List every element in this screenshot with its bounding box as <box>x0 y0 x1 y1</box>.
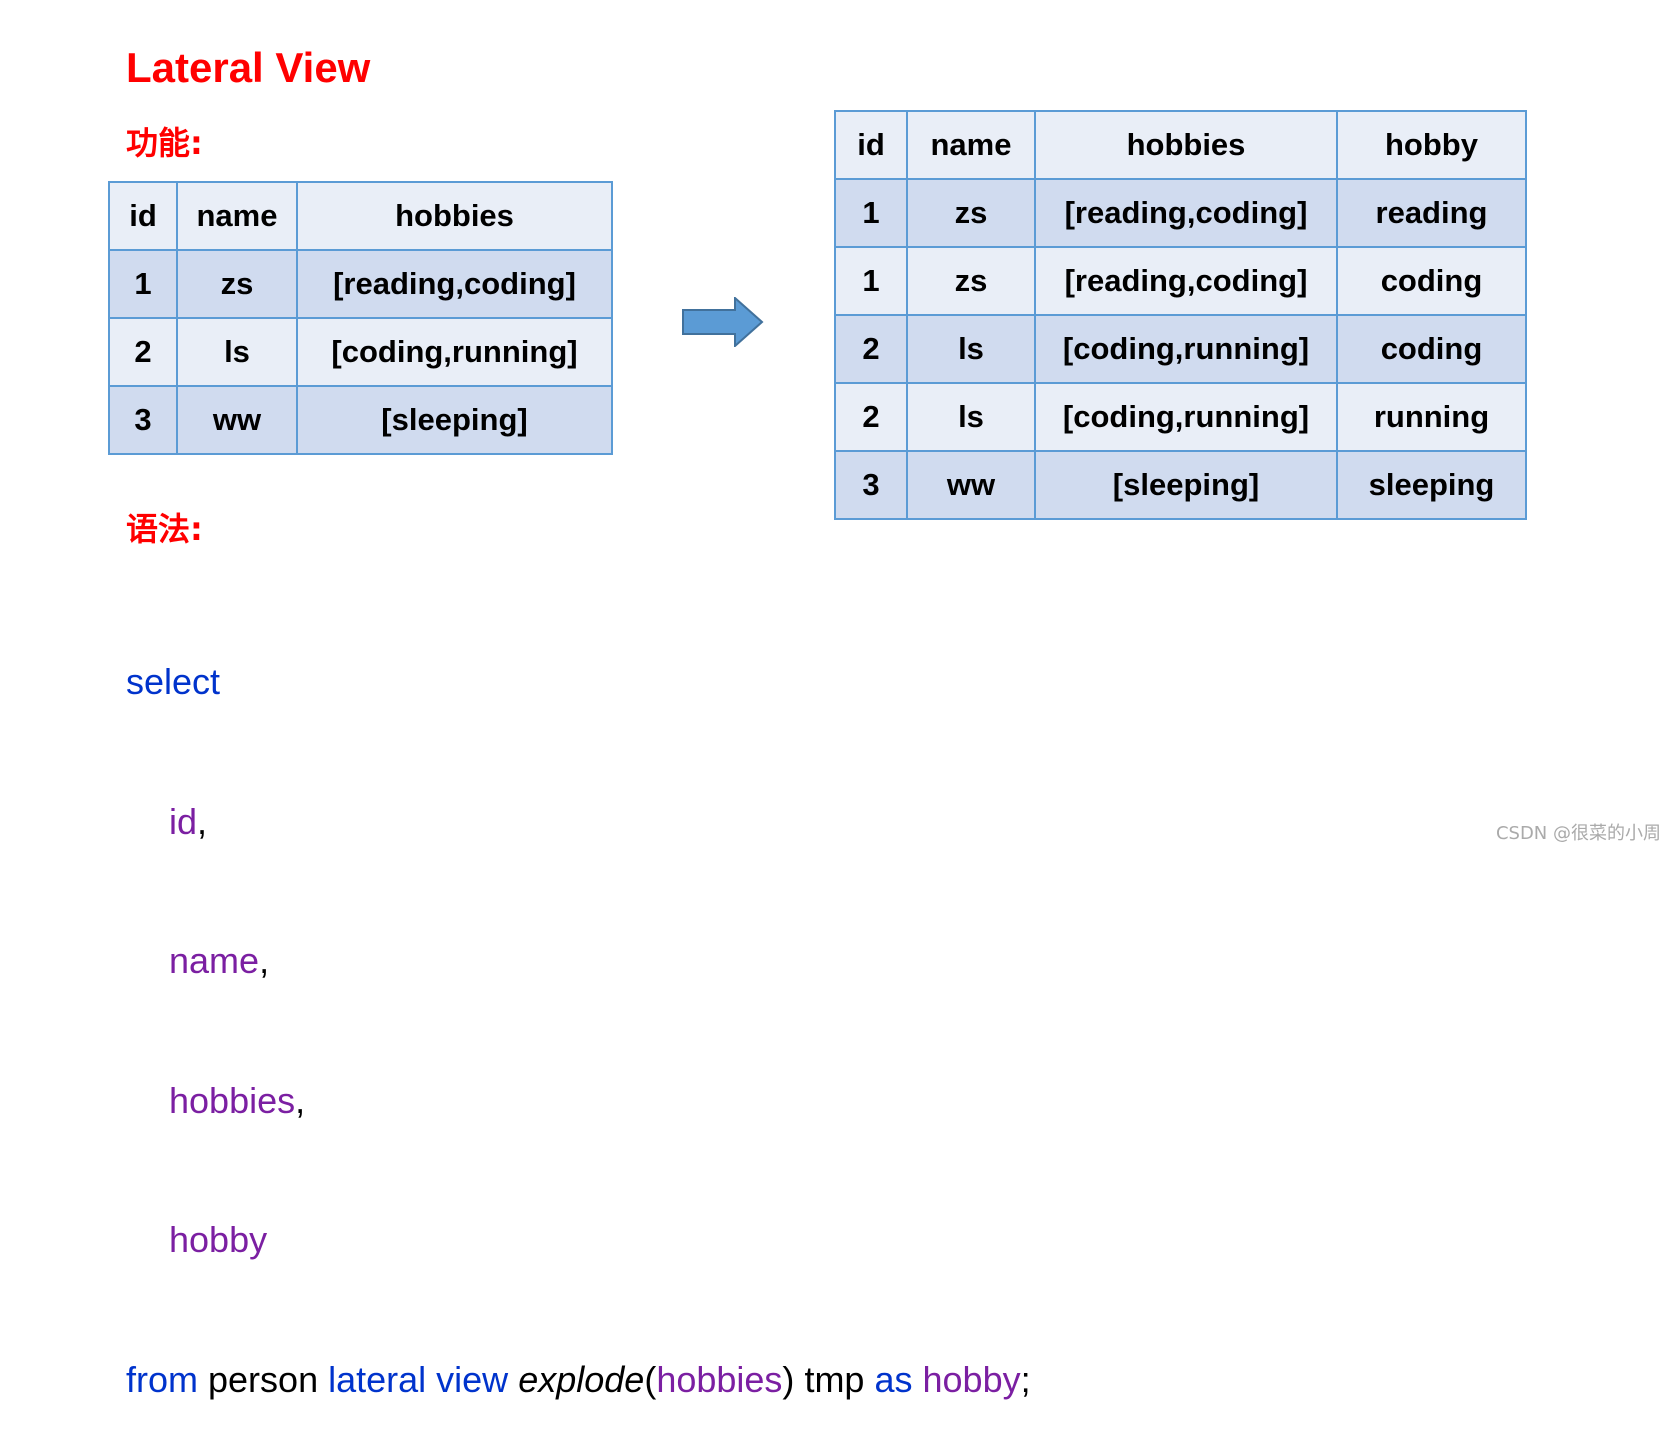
table-cell: 3 <box>108 385 178 455</box>
code-column: id <box>169 800 198 842</box>
code-line: name, <box>126 938 1031 985</box>
table-cell: 1 <box>834 246 908 316</box>
table-cell: [reading,coding] <box>1034 178 1338 248</box>
table-row: 1 zs [reading,coding] coding <box>834 246 1527 316</box>
table-cell: running <box>1336 382 1527 452</box>
watermark: CSDN @很菜的小周 <box>1495 823 1661 844</box>
table-cell: 2 <box>108 317 178 387</box>
code-punctuation: , <box>197 800 208 842</box>
code-function: explode <box>518 1358 645 1400</box>
table-cell: sleeping <box>1336 450 1527 520</box>
header-cell: hobbies <box>1034 110 1338 180</box>
code-line: hobby <box>126 1217 1031 1264</box>
table-cell: coding <box>1336 314 1527 384</box>
table-cell: zs <box>906 246 1036 316</box>
code-line: select <box>126 659 1031 706</box>
table-header-row: id name hobbies hobby <box>834 110 1527 180</box>
table-cell: [coding,running] <box>296 317 613 387</box>
table-row: 3 ww [sleeping] <box>108 385 613 455</box>
table-cell: 3 <box>834 450 908 520</box>
header-cell: id <box>834 110 908 180</box>
table-cell: 2 <box>834 314 908 384</box>
table-cell: zs <box>906 178 1036 248</box>
table-cell: [sleeping] <box>1034 450 1338 520</box>
table-cell: 1 <box>834 178 908 248</box>
code-alias: tmp <box>804 1358 865 1400</box>
header-cell: name <box>906 110 1036 180</box>
table-cell: [reading,coding] <box>1034 246 1338 316</box>
table-cell: [reading,coding] <box>296 249 613 319</box>
code-column: hobbies <box>656 1358 783 1400</box>
code-column: hobby <box>169 1219 268 1260</box>
page-title: Lateral View <box>126 44 371 91</box>
table-row: 1 zs [reading,coding] <box>108 249 613 319</box>
table-cell: zs <box>176 249 298 319</box>
code-line: from person lateral view explode(hobbies… <box>126 1357 1031 1404</box>
table-row: 2 ls [coding,running] running <box>834 382 1527 452</box>
function-label: 功能: <box>126 124 203 162</box>
table-row: 2 ls [coding,running] coding <box>834 314 1527 384</box>
code-line: id, <box>126 799 1031 846</box>
table-cell: ls <box>906 314 1036 384</box>
code-keyword: lateral view <box>328 1358 509 1400</box>
sql-code-block: select id, name, hobbies, hobby from per… <box>126 566 1031 1450</box>
header-cell: id <box>108 181 178 251</box>
table-header-row: id name hobbies <box>108 181 613 251</box>
code-punctuation: , <box>295 1079 306 1121</box>
code-punctuation: , <box>259 940 270 981</box>
code-punctuation: ( <box>644 1358 657 1400</box>
table-cell: [sleeping] <box>296 385 613 455</box>
code-punctuation: ) <box>782 1358 795 1400</box>
table-cell: ls <box>176 317 298 387</box>
table-cell: coding <box>1336 246 1527 316</box>
table-row: 1 zs [reading,coding] reading <box>834 178 1527 248</box>
code-punctuation: ; <box>1020 1358 1031 1400</box>
table-cell: ww <box>176 385 298 455</box>
source-table: id name hobbies 1 zs [reading,coding] 2 … <box>108 181 613 455</box>
code-column: name <box>169 940 260 981</box>
table-cell: 2 <box>834 382 908 452</box>
code-column: hobbies <box>169 1079 296 1121</box>
code-keyword: from <box>126 1358 198 1400</box>
right-arrow-icon <box>682 297 764 347</box>
code-column: hobby <box>922 1358 1021 1400</box>
table-cell: [coding,running] <box>1034 314 1338 384</box>
header-cell: hobby <box>1336 110 1527 180</box>
code-table-name: person <box>208 1358 319 1400</box>
table-cell: [coding,running] <box>1034 382 1338 452</box>
code-keyword: as <box>874 1358 913 1400</box>
code-line: hobbies, <box>126 1078 1031 1125</box>
header-cell: name <box>176 181 298 251</box>
table-cell: ww <box>906 450 1036 520</box>
code-keyword: select <box>126 661 221 702</box>
table-cell: reading <box>1336 178 1527 248</box>
syntax-label: 语法: <box>126 510 203 548</box>
result-table: id name hobbies hobby 1 zs [reading,codi… <box>834 110 1527 520</box>
table-cell: 1 <box>108 249 178 319</box>
table-row: 3 ww [sleeping] sleeping <box>834 450 1527 520</box>
table-row: 2 ls [coding,running] <box>108 317 613 387</box>
table-cell: ls <box>906 382 1036 452</box>
header-cell: hobbies <box>296 181 613 251</box>
